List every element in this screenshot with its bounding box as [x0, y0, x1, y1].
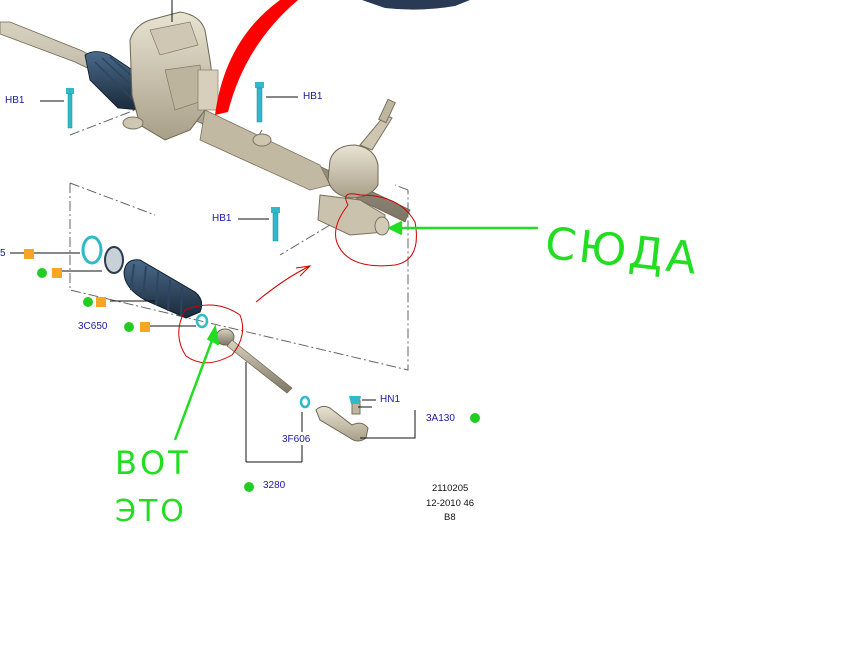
red-circle-left	[178, 304, 244, 364]
bolt-hb1-top	[255, 82, 298, 123]
green-dot-marker	[37, 268, 47, 278]
bolt-hb1-mid	[238, 207, 280, 242]
outer-tie-rod-end	[315, 399, 416, 442]
label-part-3a130: 3A130	[426, 413, 455, 424]
green-dot-marker	[83, 297, 93, 307]
label-hb1-mid: HB1	[212, 213, 232, 224]
nut-hn1	[349, 396, 376, 404]
orange-square-marker	[52, 268, 62, 278]
clamp-small	[150, 313, 209, 329]
label-part-3c650: 3C650	[78, 321, 108, 332]
caption-line2: 12-2010 46	[426, 498, 475, 509]
lock-nut	[299, 395, 311, 432]
red-arrow-small	[255, 265, 312, 303]
bolt-hb1-left	[40, 88, 74, 129]
inner-tie-rod	[215, 328, 303, 463]
red-arrow-large	[215, 0, 298, 115]
clamp-ring	[10, 235, 103, 265]
upper-part-fragment	[362, 0, 470, 10]
orange-square-marker	[24, 249, 34, 259]
label-part-5: 5	[0, 248, 6, 259]
caption-line3: B8	[444, 512, 456, 520]
green-arrow-right	[387, 220, 538, 236]
caption-line1: 2110205	[432, 483, 469, 494]
green-arrow-left	[173, 324, 220, 441]
green-dot-marker	[244, 482, 254, 492]
label-part-3f606: 3F606	[282, 434, 311, 445]
annotation-this-line1: ВОТ	[115, 444, 191, 482]
green-dot-marker	[470, 413, 480, 423]
label-part-3280: 3280	[263, 480, 286, 491]
steering-rack	[0, 11, 411, 236]
label-hb1-top: HB1	[303, 91, 323, 102]
label-part-hn1: HN1	[380, 394, 401, 405]
clamp-band	[62, 246, 124, 274]
green-dot-marker	[124, 322, 134, 332]
annotation-this-line2: ЭТО	[115, 494, 187, 529]
orange-square-marker	[96, 297, 106, 307]
red-circle-right	[335, 193, 417, 267]
label-hb1-left: HB1	[5, 95, 25, 106]
orange-square-marker	[140, 322, 150, 332]
rack-boot	[110, 259, 203, 319]
